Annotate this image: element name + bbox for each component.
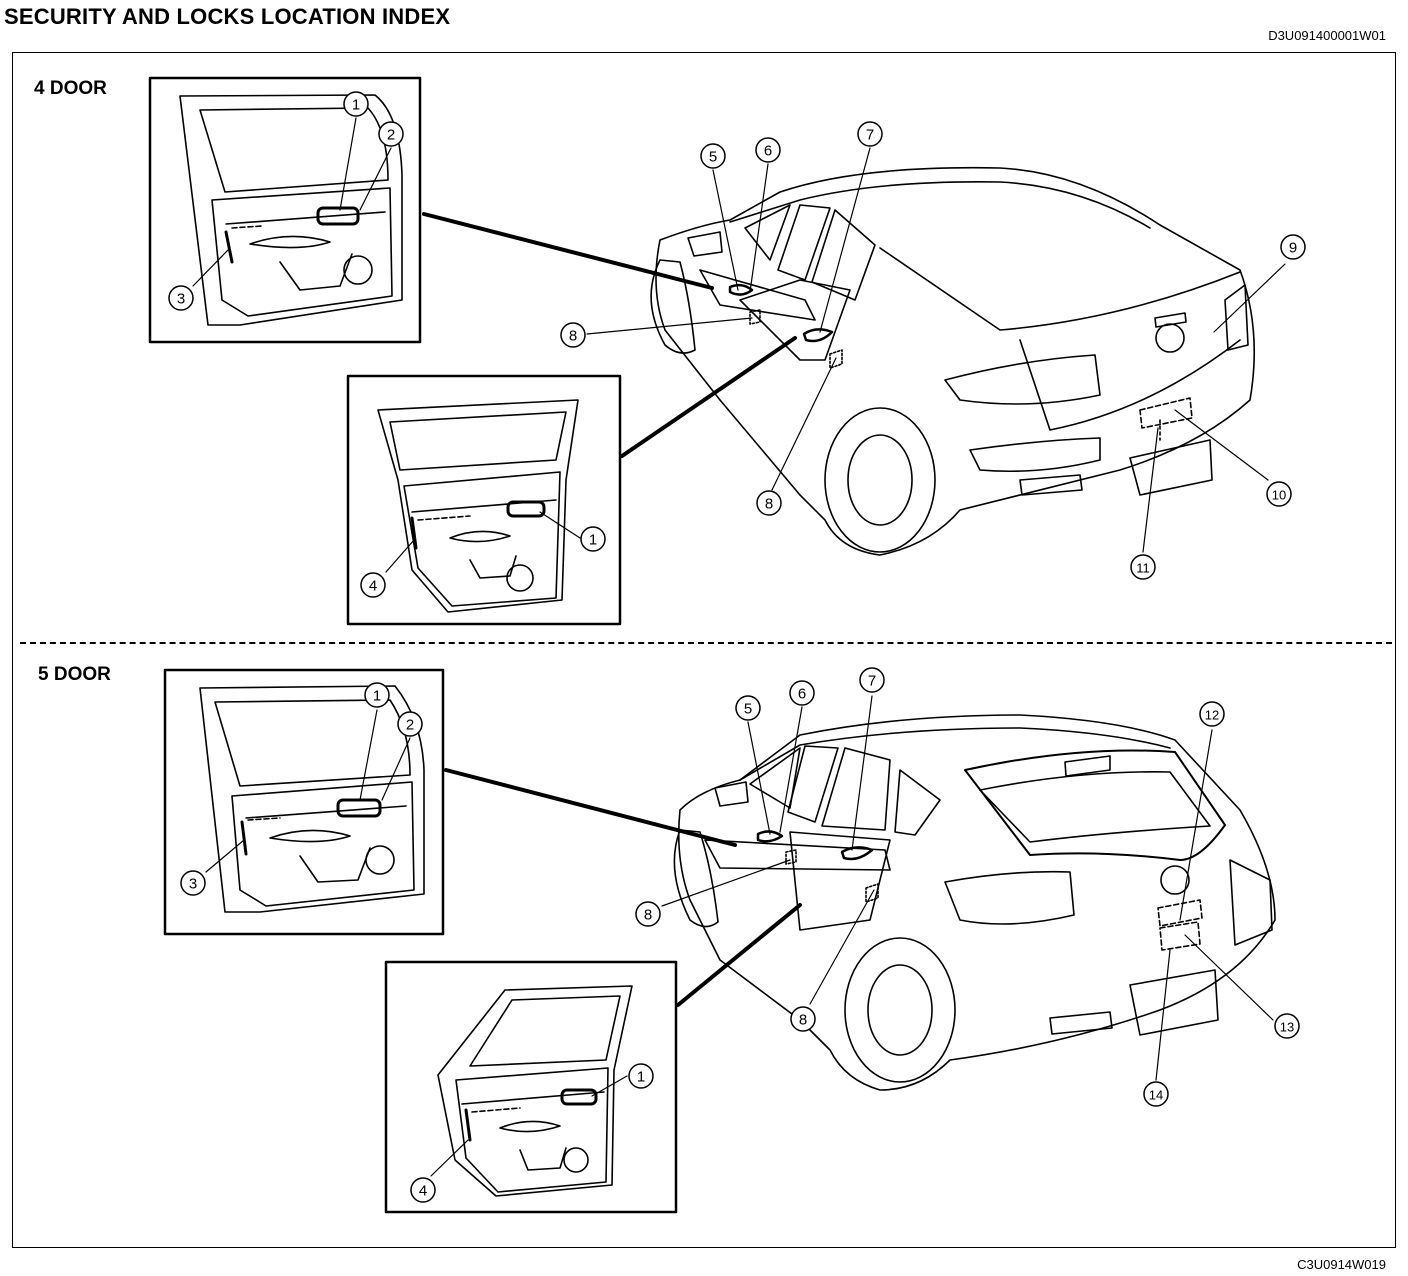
callout-14-hatchback: 14 — [1143, 1081, 1169, 1107]
connector-lines — [422, 212, 802, 1007]
callout-2-front-door-5: 2 — [397, 711, 423, 737]
callout-6-sedan: 6 — [755, 137, 781, 163]
svg-text:5: 5 — [709, 149, 717, 166]
callout-10-sedan: 10 — [1266, 481, 1292, 507]
callout-9-sedan: 9 — [1280, 234, 1306, 260]
svg-text:3: 3 — [177, 291, 185, 308]
sedan-vehicle-illustration — [650, 166, 1256, 556]
svg-text:11: 11 — [1136, 561, 1150, 576]
section-label-5-door: 5 DOOR — [38, 664, 111, 685]
svg-text:8: 8 — [569, 328, 577, 345]
svg-text:3: 3 — [189, 876, 197, 893]
section-divider — [20, 642, 1392, 644]
callout-8-sedan-front: 8 — [560, 322, 586, 348]
svg-text:2: 2 — [406, 717, 414, 734]
callout-4-rear-door-5: 4 — [410, 1177, 436, 1203]
figure-code: C3U0914W019 — [1297, 1257, 1386, 1272]
callout-13-hatchback: 13 — [1274, 1013, 1300, 1039]
callout-7-hatchback: 7 — [859, 667, 885, 693]
svg-text:8: 8 — [799, 1012, 807, 1029]
svg-text:12: 12 — [1205, 708, 1219, 723]
svg-text:1: 1 — [352, 97, 360, 114]
callout-7-sedan: 7 — [857, 121, 883, 147]
svg-text:1: 1 — [637, 1069, 645, 1086]
callout-1-rear-door-4: 1 — [580, 526, 606, 552]
svg-text:9: 9 — [1289, 240, 1297, 257]
svg-text:14: 14 — [1149, 1088, 1163, 1103]
svg-text:2: 2 — [387, 127, 395, 144]
svg-text:7: 7 — [868, 673, 876, 690]
hatchback-vehicle-illustration — [673, 714, 1276, 1091]
front-door-inset-5-door — [163, 668, 445, 936]
callout-8-hatchback-rear: 8 — [790, 1006, 816, 1032]
callout-8-hatchback-front: 8 — [635, 901, 661, 927]
svg-text:6: 6 — [764, 143, 772, 160]
callout-12-hatchback: 12 — [1199, 701, 1225, 727]
callout-2-front-door-4: 2 — [378, 121, 404, 147]
callout-1-rear-door-5: 1 — [628, 1063, 654, 1089]
diagram-frame — [12, 52, 1396, 1248]
callout-8-sedan-rear: 8 — [756, 490, 782, 516]
svg-text:1: 1 — [589, 532, 597, 549]
svg-text:13: 13 — [1280, 1020, 1294, 1035]
svg-text:8: 8 — [644, 907, 652, 924]
section-label-4-door: 4 DOOR — [34, 78, 107, 99]
callout-11-sedan: 11 — [1130, 554, 1156, 580]
rear-door-inset-4-door — [346, 374, 622, 626]
callout-5-hatchback: 5 — [735, 695, 761, 721]
rear-door-inset-5-door — [384, 960, 678, 1214]
leader-lines — [192, 117, 1286, 1177]
svg-text:6: 6 — [798, 686, 806, 703]
callout-4-rear-door-4: 4 — [360, 572, 386, 598]
svg-text:8: 8 — [765, 496, 773, 513]
callout-1-front-door-5: 1 — [364, 682, 390, 708]
svg-text:5: 5 — [744, 701, 752, 718]
svg-text:4: 4 — [419, 1183, 427, 1200]
callout-6-hatchback: 6 — [789, 680, 815, 706]
svg-text:1: 1 — [373, 688, 381, 705]
callout-3-front-door-5: 3 — [180, 870, 206, 896]
svg-text:4: 4 — [369, 578, 377, 595]
svg-text:7: 7 — [866, 127, 874, 144]
callout-3-front-door-4: 3 — [168, 285, 194, 311]
document-code: D3U091400001W01 — [1268, 28, 1386, 43]
svg-text:10: 10 — [1272, 488, 1286, 503]
callout-1-front-door-4: 1 — [343, 91, 369, 117]
callout-5-sedan: 5 — [700, 143, 726, 169]
page-title: SECURITY AND LOCKS LOCATION INDEX — [4, 4, 451, 29]
